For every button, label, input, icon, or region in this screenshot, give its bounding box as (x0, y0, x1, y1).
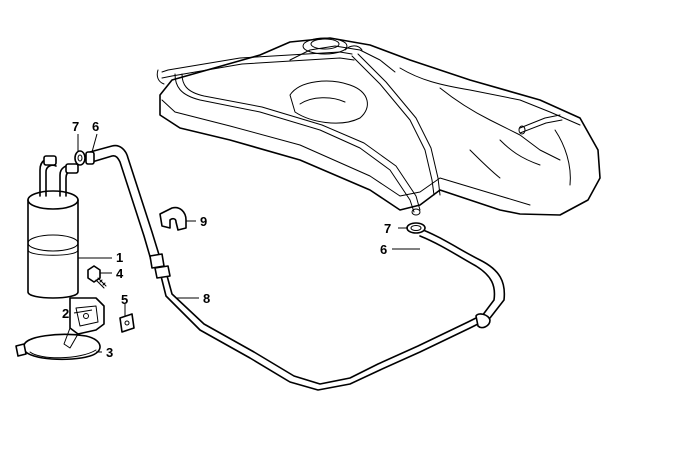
charcoal-canister (27, 155, 79, 299)
hose-6-right (417, 227, 506, 329)
strap-3 (15, 333, 101, 361)
callout-4: 4 (116, 266, 124, 281)
callout-8: 8 (203, 291, 210, 306)
callout-1: 1 (116, 250, 123, 265)
leader-lines (73, 133, 420, 353)
callout-labels: 1 2 3 4 5 6 6 7 7 8 9 (62, 119, 391, 360)
callout-6-right: 6 (380, 242, 387, 257)
callout-6-left: 6 (92, 119, 99, 134)
nut-5 (119, 313, 135, 333)
bracket-9 (159, 206, 187, 231)
hose-clip-7-right (406, 222, 426, 234)
tank-hoses (156, 45, 563, 216)
callout-3: 3 (106, 345, 113, 360)
fuel-tank (159, 37, 601, 216)
callout-5: 5 (121, 292, 128, 307)
hose-8 (154, 265, 479, 391)
callout-9: 9 (200, 214, 207, 229)
hose-clip-7-left (74, 150, 86, 166)
callout-7-right: 7 (384, 221, 391, 236)
bracket-2 (63, 297, 105, 349)
callout-2: 2 (62, 306, 69, 321)
bolt-4 (87, 265, 107, 289)
hose-6-left (85, 144, 165, 269)
callout-7-left: 7 (72, 119, 79, 134)
